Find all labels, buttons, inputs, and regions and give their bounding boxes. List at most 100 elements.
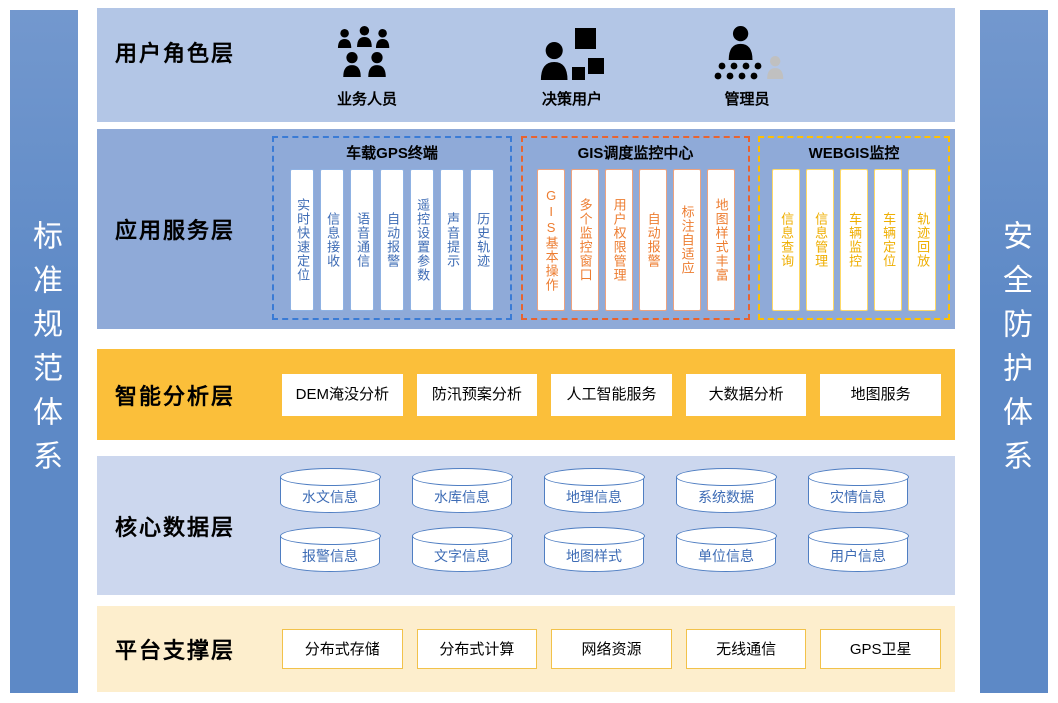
feature-label: 历史轨迹 bbox=[475, 212, 491, 268]
feature-label: 用户权限管理 bbox=[611, 198, 627, 282]
feature-label: 语音通信 bbox=[355, 212, 371, 268]
layer-user-role: 用户角色层 业务人员 bbox=[97, 8, 955, 122]
platform-item: 分布式存储 bbox=[282, 629, 403, 669]
feature-label: 标注自适应 bbox=[679, 205, 695, 275]
layer-core-data-label: 核心数据层 bbox=[115, 514, 236, 540]
database-label: 灾情信息 bbox=[830, 489, 886, 505]
layer-core-data: 核心数据层 水文信息 水库信息 地理信息 系统数据 灾情信息 报警信息 文字信息… bbox=[97, 456, 955, 595]
feature-label: 自动报警 bbox=[645, 212, 661, 268]
feature-label: 信息查询 bbox=[779, 212, 795, 268]
database-grid: 水文信息 水库信息 地理信息 系统数据 灾情信息 报警信息 文字信息 地图样式 … bbox=[279, 468, 909, 572]
database-cylinder: 报警信息 bbox=[279, 527, 381, 572]
feature-item: 多个监控窗口 bbox=[570, 169, 599, 311]
platform-item: 分布式计算 bbox=[416, 629, 538, 669]
feature-label: GIS基本操作 bbox=[543, 188, 559, 292]
database-label: 地理信息 bbox=[566, 489, 622, 505]
feature-label: 自动报警 bbox=[385, 212, 401, 268]
database-label: 文字信息 bbox=[434, 548, 490, 564]
group-items: 实时快速定位 信息接收 语音通信 自动报警 遥控设置参数 声音提示 历史轨迹 bbox=[282, 169, 502, 311]
role-label: 业务人员 bbox=[336, 91, 397, 108]
database-label: 用户信息 bbox=[830, 548, 886, 564]
database-row: 水文信息 水库信息 地理信息 系统数据 灾情信息 bbox=[279, 468, 909, 513]
analysis-item: 防汛预案分析 bbox=[416, 373, 538, 416]
database-cylinder: 用户信息 bbox=[807, 527, 909, 572]
group-items: GIS基本操作 多个监控窗口 用户权限管理 自动报警 标注自适应 地图样式丰富 bbox=[531, 169, 740, 311]
platform-item: 无线通信 bbox=[685, 629, 807, 669]
feature-label: 地图样式丰富 bbox=[713, 198, 729, 282]
database-cylinder: 文字信息 bbox=[411, 527, 513, 572]
feature-item: 自动报警 bbox=[380, 169, 404, 311]
feature-item: GIS基本操作 bbox=[536, 169, 565, 311]
feature-label: 遥控设置参数 bbox=[415, 198, 431, 282]
feature-label: 信息管理 bbox=[813, 212, 829, 268]
analysis-item: 地图服务 bbox=[820, 373, 941, 416]
left-pillar: 标准规范体系 bbox=[10, 10, 78, 693]
role-label: 决策用户 bbox=[541, 91, 602, 108]
layer-app-service-label: 应用服务层 bbox=[115, 218, 236, 243]
database-cylinder: 灾情信息 bbox=[807, 468, 909, 513]
platform-item: GPS卫星 bbox=[820, 629, 941, 669]
database-cylinder: 系统数据 bbox=[675, 468, 777, 513]
feature-item: 车辆定位 bbox=[874, 169, 902, 311]
left-pillar-label: 标准规范体系 bbox=[28, 219, 61, 484]
feature-item: 遥控设置参数 bbox=[410, 169, 434, 311]
layer-app-service: 应用服务层 车载GPS终端 实时快速定位 信息接收 语音通信 自动报警 遥控设置… bbox=[97, 129, 955, 329]
database-label: 水库信息 bbox=[434, 489, 490, 505]
role-decision-user: 决策用户 bbox=[517, 20, 627, 109]
group-vehicle-gps-terminal: 车载GPS终端 实时快速定位 信息接收 语音通信 自动报警 遥控设置参数 声音提… bbox=[272, 136, 512, 320]
feature-label: 车辆监控 bbox=[847, 212, 863, 268]
group-items: 信息查询 信息管理 车辆监控 车辆定位 轨迹回放 bbox=[768, 169, 940, 311]
feature-item: 信息接收 bbox=[320, 169, 344, 311]
analysis-item: 大数据分析 bbox=[685, 373, 807, 416]
database-row: 报警信息 文字信息 地图样式 单位信息 用户信息 bbox=[279, 527, 909, 572]
feature-item: 标注自适应 bbox=[672, 169, 701, 311]
feature-item: 语音通信 bbox=[350, 169, 374, 311]
feature-item: 声音提示 bbox=[440, 169, 464, 311]
right-pillar: 安全防护体系 bbox=[980, 10, 1048, 693]
admin-network-icon bbox=[692, 20, 802, 84]
people-group-icon bbox=[312, 20, 422, 84]
layer-analysis: 智能分析层 DEM淹没分析 防汛预案分析 人工智能服务 大数据分析 地图服务 bbox=[97, 349, 955, 440]
group-gis-dispatch-center: GIS调度监控中心 GIS基本操作 多个监控窗口 用户权限管理 自动报警 标注自… bbox=[521, 136, 750, 320]
database-cylinder: 单位信息 bbox=[675, 527, 777, 572]
database-cylinder: 水库信息 bbox=[411, 468, 513, 513]
feature-label: 实时快速定位 bbox=[295, 198, 311, 282]
role-business-staff: 业务人员 bbox=[312, 20, 422, 109]
feature-label: 信息接收 bbox=[325, 212, 341, 268]
feature-item: 自动报警 bbox=[638, 169, 667, 311]
layer-analysis-label: 智能分析层 bbox=[115, 383, 236, 409]
database-cylinder: 地理信息 bbox=[543, 468, 645, 513]
analysis-boxes: DEM淹没分析 防汛预案分析 人工智能服务 大数据分析 地图服务 bbox=[282, 373, 941, 416]
feature-item: 实时快速定位 bbox=[290, 169, 314, 311]
layer-platform: 平台支撑层 分布式存储 分布式计算 网络资源 无线通信 GPS卫星 bbox=[97, 606, 955, 692]
person-blocks-icon bbox=[517, 20, 627, 84]
feature-label: 车辆定位 bbox=[881, 212, 897, 268]
feature-item: 历史轨迹 bbox=[470, 169, 494, 311]
group-title: WEBGIS监控 bbox=[808, 145, 900, 162]
role-administrator: 管理员 bbox=[692, 20, 802, 109]
feature-item: 轨迹回放 bbox=[908, 169, 936, 311]
database-label: 报警信息 bbox=[302, 548, 358, 564]
feature-item: 信息管理 bbox=[806, 169, 834, 311]
role-label: 管理员 bbox=[724, 91, 770, 108]
group-title: GIS调度监控中心 bbox=[577, 145, 694, 162]
group-webgis-monitoring: WEBGIS监控 信息查询 信息管理 车辆监控 车辆定位 轨迹回放 bbox=[758, 136, 950, 320]
layer-platform-label: 平台支撑层 bbox=[115, 638, 236, 663]
platform-item: 网络资源 bbox=[551, 629, 672, 669]
database-cylinder: 水文信息 bbox=[279, 468, 381, 513]
feature-item: 车辆监控 bbox=[840, 169, 868, 311]
database-label: 系统数据 bbox=[698, 489, 754, 505]
feature-label: 多个监控窗口 bbox=[577, 198, 593, 282]
feature-label: 声音提示 bbox=[445, 212, 461, 268]
feature-item: 地图样式丰富 bbox=[706, 169, 735, 311]
feature-item: 信息查询 bbox=[772, 169, 800, 311]
platform-boxes: 分布式存储 分布式计算 网络资源 无线通信 GPS卫星 bbox=[282, 629, 941, 669]
database-label: 水文信息 bbox=[302, 489, 358, 505]
right-pillar-label: 安全防护体系 bbox=[998, 219, 1031, 484]
feature-label: 轨迹回放 bbox=[915, 212, 931, 268]
group-title: 车载GPS终端 bbox=[346, 145, 438, 162]
database-label: 地图样式 bbox=[566, 548, 622, 564]
database-label: 单位信息 bbox=[698, 548, 754, 564]
feature-item: 用户权限管理 bbox=[604, 169, 633, 311]
